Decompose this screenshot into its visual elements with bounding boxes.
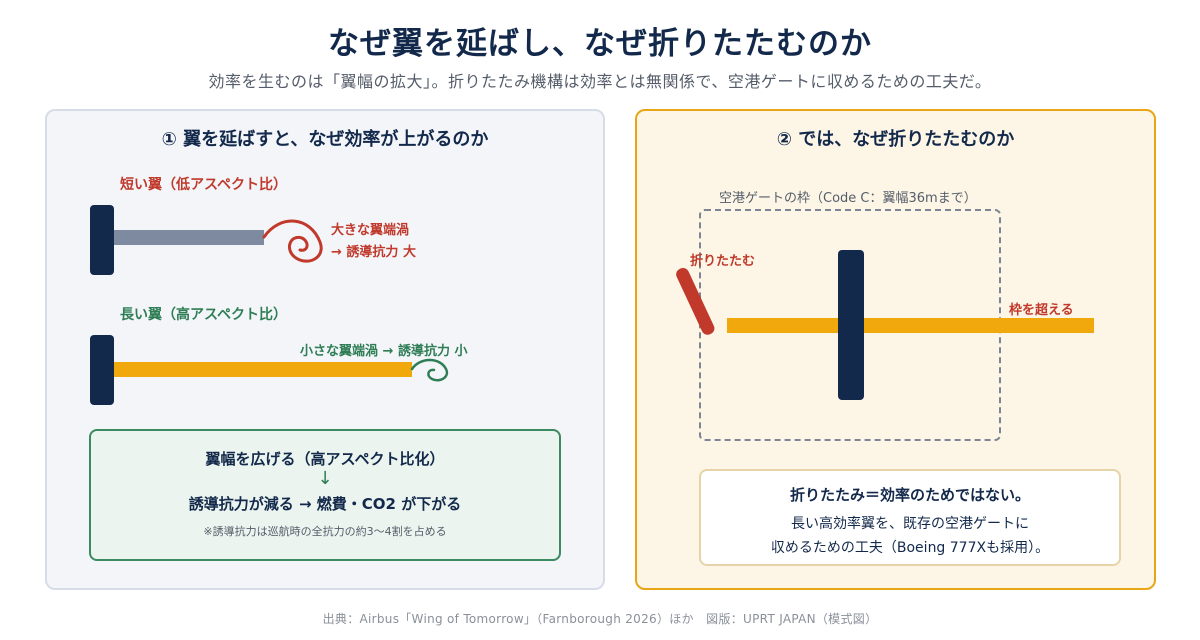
short-wing-bar bbox=[114, 230, 264, 245]
long-wing-bar bbox=[114, 362, 412, 377]
page-subtitle: 効率を生むのは「翼幅の拡大」。折りたたみ機構は効率とは無関係で、空港ゲートに収め… bbox=[208, 72, 992, 91]
gate-frame-label: 空港ゲートの枠（Code C：翼幅36mまで） bbox=[719, 191, 977, 206]
long-wing-label: 長い翼（高アスペクト比） bbox=[120, 307, 288, 323]
summary-note: ※誘導抗力は巡航時の全抗力の約3〜4割を占める bbox=[203, 525, 447, 538]
left-panel-title: ① 翼を延ばすと、なぜ効率が上がるのか bbox=[161, 129, 489, 150]
summary-line-1: 翼幅を広げる（高アスペクト比化） bbox=[205, 450, 445, 468]
large-vortex-icon bbox=[262, 219, 323, 263]
source-footer: 出典：Airbus「Wing of Tomorrow」（Farnborough … bbox=[322, 612, 878, 626]
exceed-label: 枠を超える bbox=[1009, 303, 1074, 318]
fold-label: 折りたたむ bbox=[690, 254, 756, 269]
right-panel-title: ② では、なぜ折りたたむのか bbox=[776, 129, 1015, 150]
long-wing-fuselage bbox=[90, 335, 114, 405]
fold-summary-line-1: 折りたたみ＝効率のためではない。 bbox=[789, 486, 1030, 504]
small-vortex-icon bbox=[410, 358, 449, 382]
fold-summary-line-2: 長い高効率翼を、既存の空港ゲートに bbox=[791, 516, 1029, 532]
page-title: なぜ翼を延ばし、なぜ折りたたむのか bbox=[328, 26, 872, 62]
gate-fuselage bbox=[838, 250, 864, 400]
short-wing-label: 短い翼（低アスペクト比） bbox=[120, 177, 288, 193]
small-vortex-label: 小さな翼端渦 → 誘導抗力 小 bbox=[300, 344, 468, 359]
efficiency-summary-box: 翼幅を広げる（高アスペクト比化） ↓ 誘導抗力が減る → 燃費・CO2 が下がる… bbox=[89, 429, 561, 561]
fold-summary-box: 折りたたみ＝効率のためではない。 長い高効率翼を、既存の空港ゲートに 収めるため… bbox=[699, 469, 1121, 566]
large-vortex-label-1: 大きな翼端渦 bbox=[331, 223, 410, 238]
large-vortex-label-2: → 誘導抗力 大 bbox=[331, 245, 416, 260]
long-wing-span bbox=[727, 318, 1094, 333]
summary-line-2: 誘導抗力が減る → 燃費・CO2 が下がる bbox=[188, 495, 462, 513]
down-arrow-icon: ↓ bbox=[317, 468, 333, 489]
fold-summary-line-3: 収めるための工夫（Boeing 777Xも採用）。 bbox=[770, 540, 1050, 556]
short-wing-fuselage bbox=[90, 205, 114, 275]
